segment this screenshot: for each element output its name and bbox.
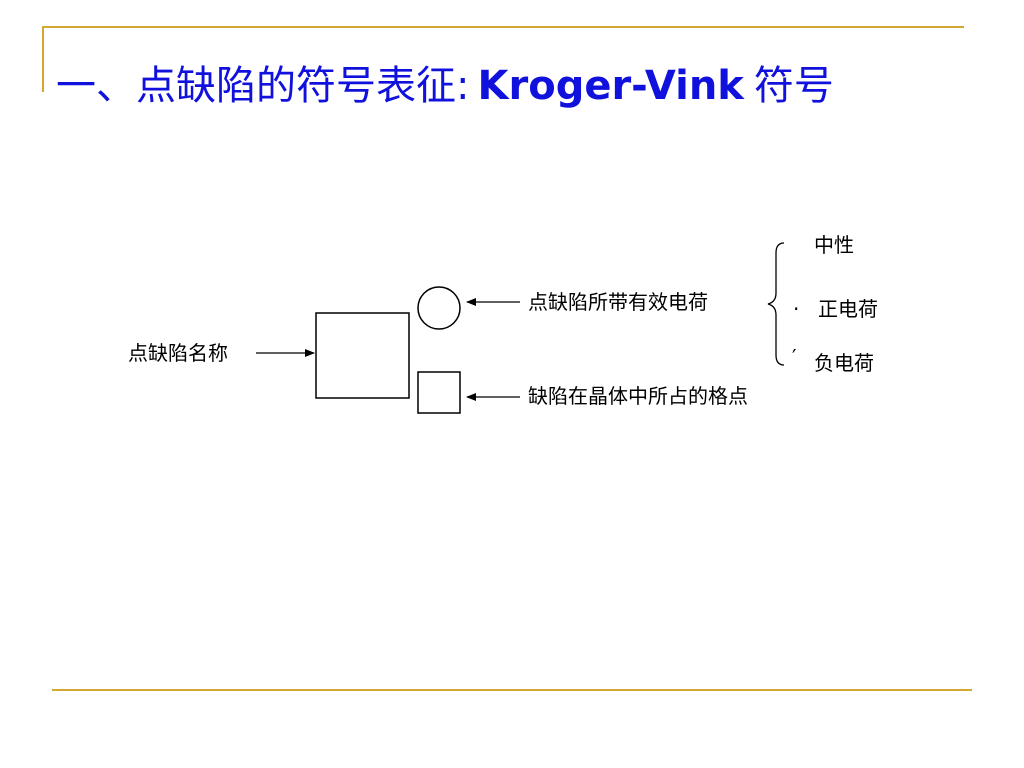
charge-circle <box>417 286 461 330</box>
charge-label: 点缺陷所带有效电荷 <box>528 290 708 314</box>
title-suffix: 符号 <box>753 63 834 109</box>
top-border-line <box>42 26 964 28</box>
defect-name-box <box>315 312 410 399</box>
charge-brace <box>767 242 785 366</box>
negative-label: 负电荷 <box>814 351 874 375</box>
left-border-line <box>42 26 44 92</box>
title-prefix: 一、点缺陷的符号表征: <box>56 63 470 109</box>
title-latin: Kroger-Vink <box>477 63 744 109</box>
negative-symbol: ′ <box>792 345 797 369</box>
site-label: 缺陷在晶体中所占的格点 <box>528 384 748 408</box>
bottom-border-line <box>52 689 972 691</box>
neutral-label: 中性 <box>814 233 854 257</box>
defect-name-label: 点缺陷名称 <box>128 341 228 365</box>
site-box <box>417 371 461 414</box>
positive-label: 正电荷 <box>818 297 878 321</box>
positive-symbol: · <box>793 297 800 321</box>
